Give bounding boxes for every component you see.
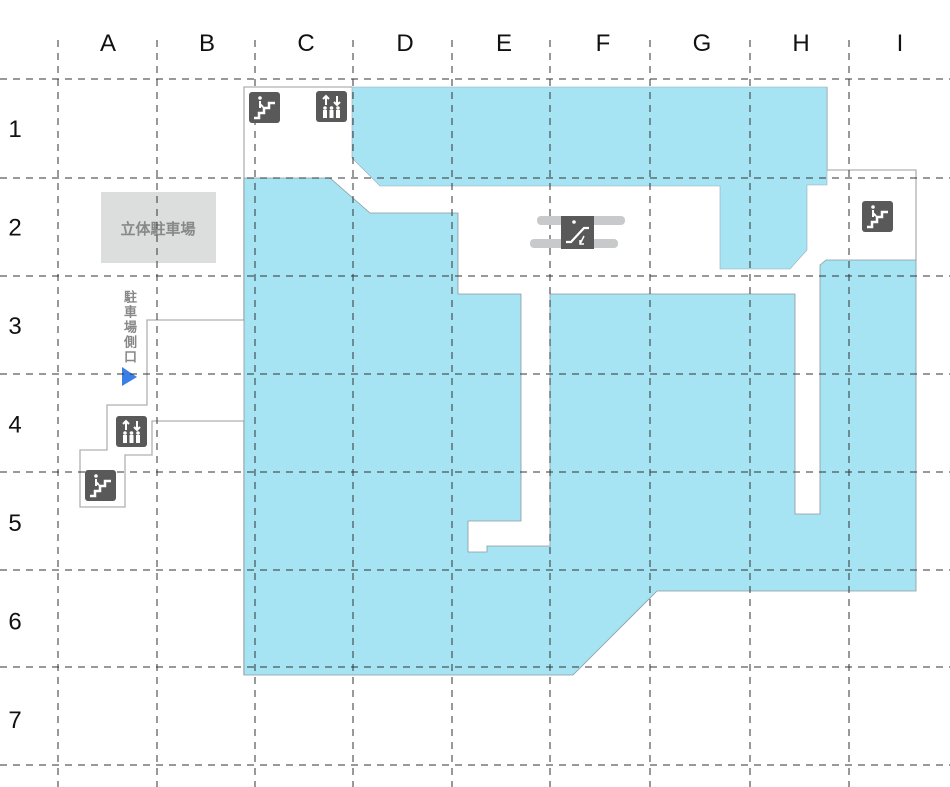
- row-label: 1: [8, 116, 21, 143]
- row-label: 2: [8, 215, 21, 242]
- shop-area-main[interactable]: [243, 177, 917, 676]
- elevator-icon[interactable]: [115, 415, 148, 448]
- stairs-icon[interactable]: [860, 199, 895, 234]
- stairs-icon[interactable]: [247, 90, 282, 125]
- column-label: D: [396, 30, 413, 57]
- column-label: A: [100, 30, 116, 57]
- row-label: 3: [8, 313, 21, 340]
- row-label: 7: [8, 707, 21, 734]
- escalator[interactable]: [530, 216, 625, 249]
- column-label: B: [199, 30, 215, 57]
- column-label: G: [693, 30, 712, 57]
- grid-lines: [0, 40, 950, 787]
- entrance-label: 駐車場側口: [121, 290, 136, 365]
- stairs-icon[interactable]: [83, 468, 118, 503]
- parking-structure[interactable]: [101, 192, 216, 263]
- row-label: 6: [8, 609, 21, 636]
- escalator-icon: [561, 216, 594, 249]
- row-label: 4: [8, 412, 21, 439]
- entrance-arrow-icon: [122, 367, 137, 386]
- column-label: C: [297, 30, 314, 57]
- column-label: I: [897, 30, 904, 57]
- column-label: F: [596, 30, 611, 57]
- parking-label: 立体駐車場: [120, 220, 195, 238]
- column-label: H: [792, 30, 809, 57]
- elevator-icon[interactable]: [315, 90, 348, 123]
- grid-labels: A B C D E F G H I 1 2 3 4 5 6 7: [8, 30, 903, 734]
- row-label: 5: [8, 510, 21, 537]
- column-label: E: [496, 30, 512, 57]
